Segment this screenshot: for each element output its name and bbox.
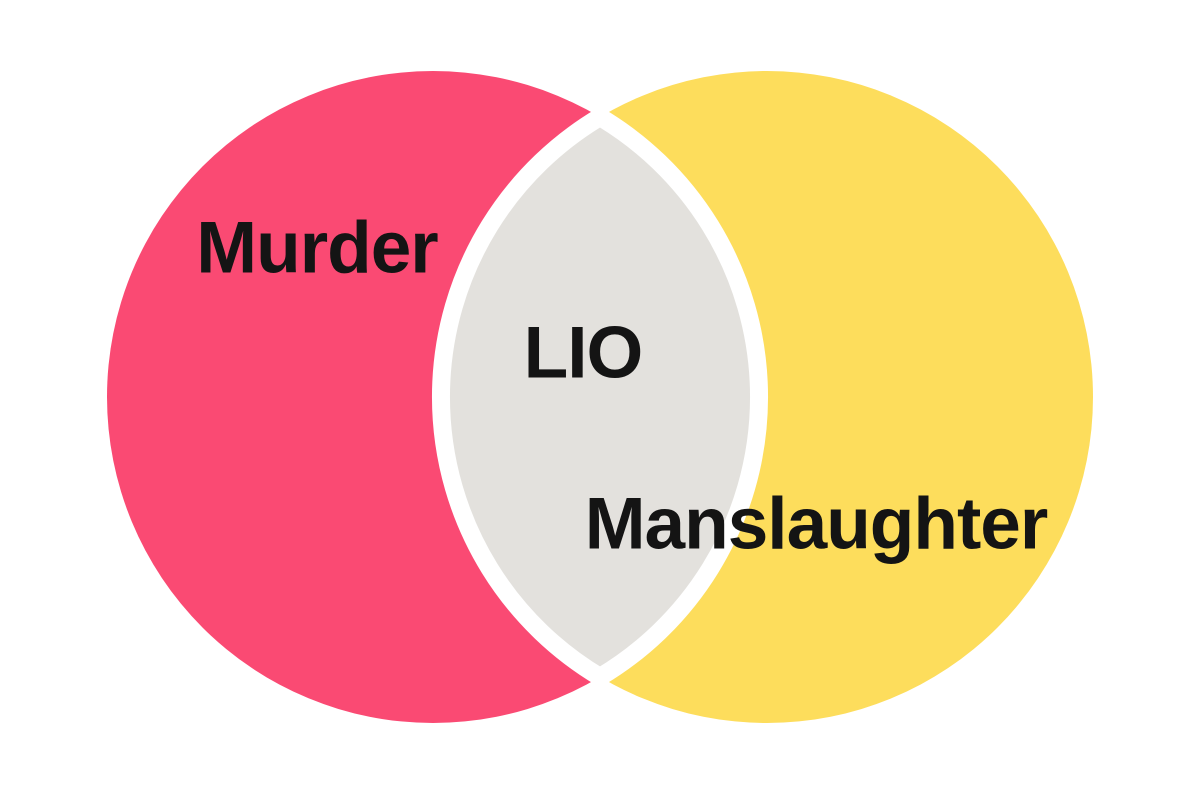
murder-label: Murder bbox=[196, 207, 438, 289]
manslaughter-label: Manslaughter bbox=[584, 483, 1049, 565]
intersection-label: LIO bbox=[523, 312, 644, 394]
intersection-lens bbox=[432, 108, 768, 686]
